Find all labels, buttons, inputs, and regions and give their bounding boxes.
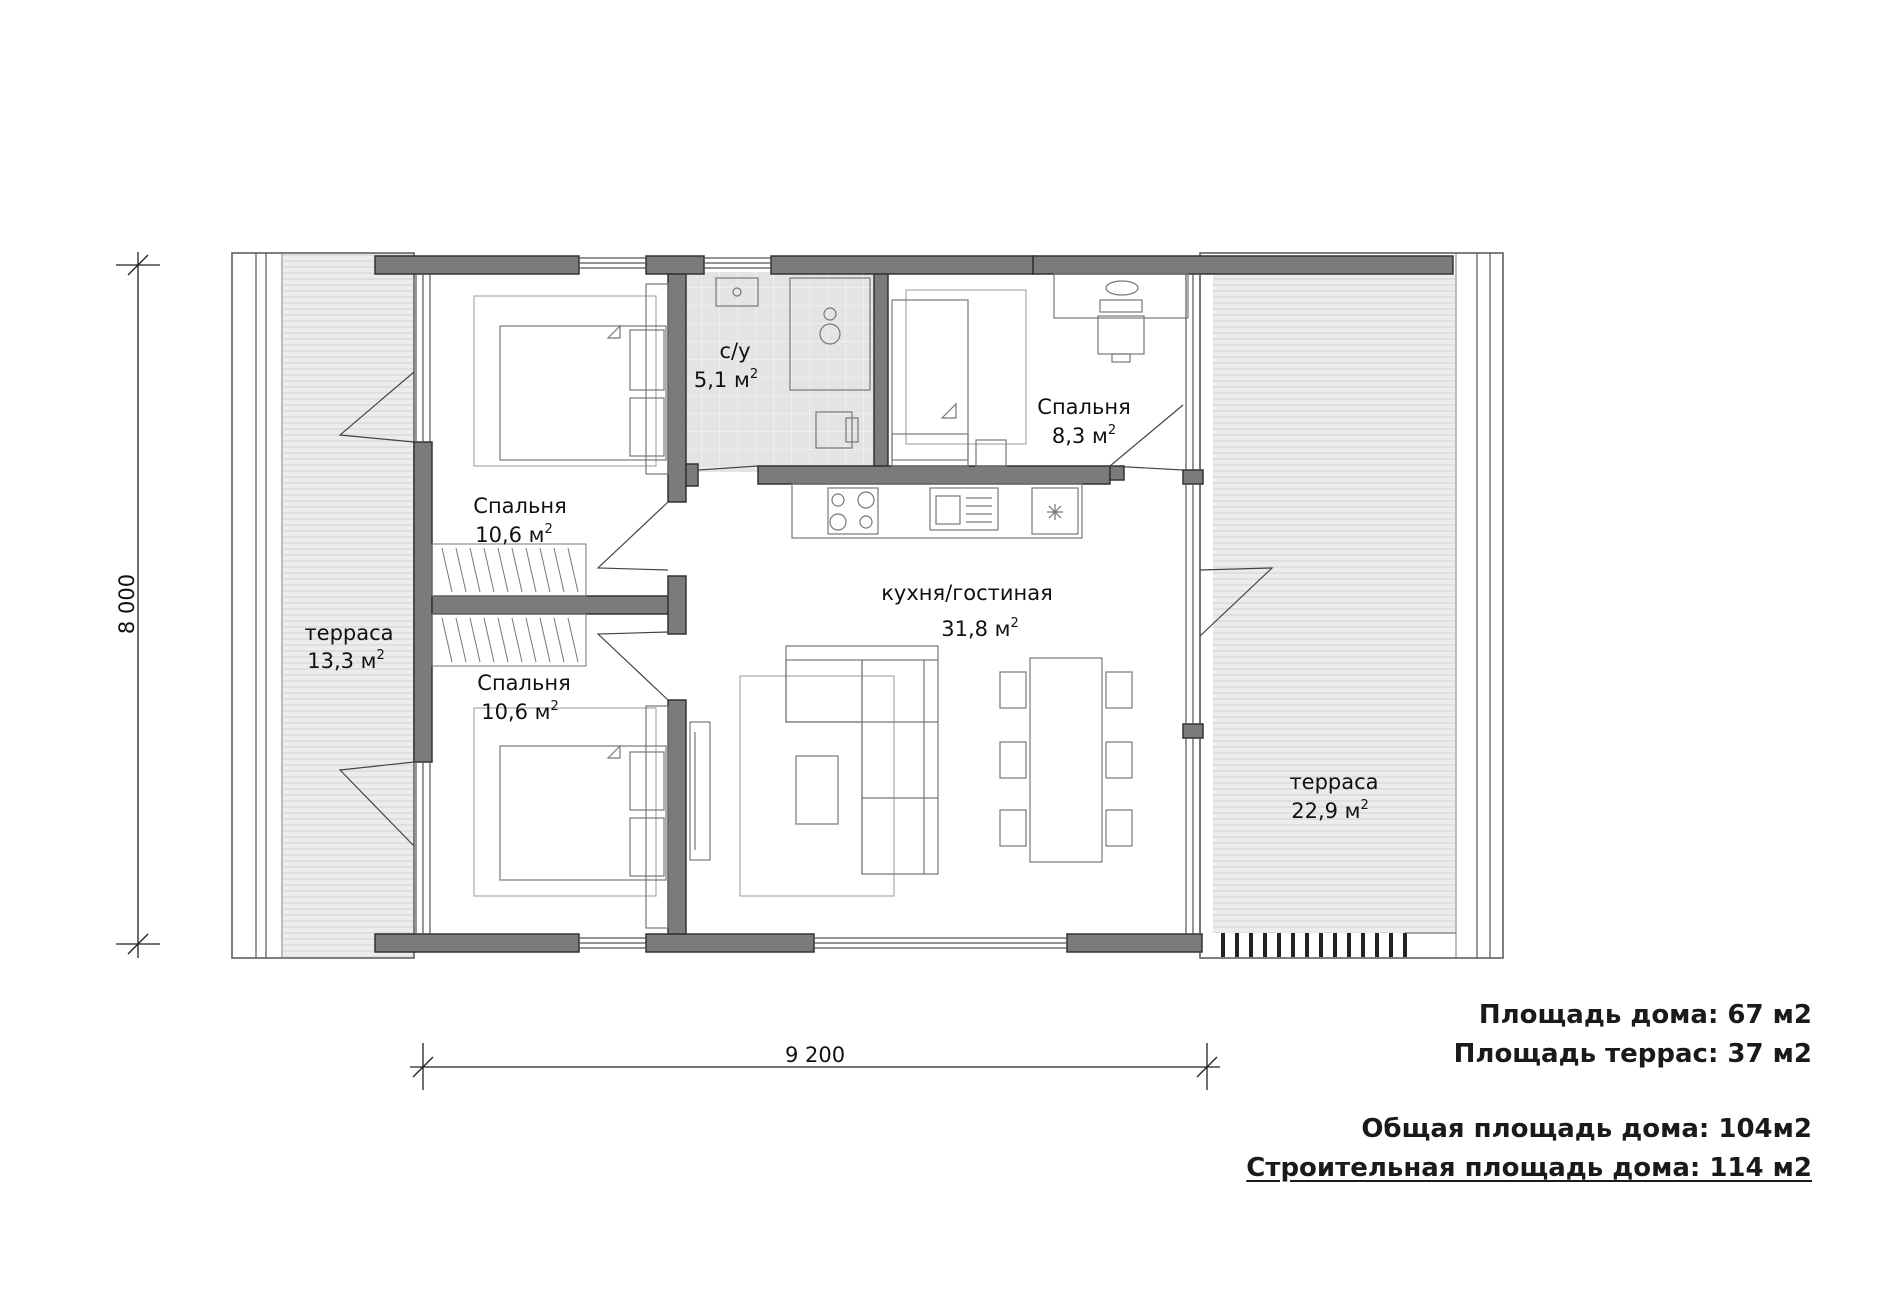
room-label-terrace-left: терраса 13,3 м2	[304, 621, 393, 673]
svg-text:5,1 м2: 5,1 м2	[694, 367, 758, 392]
area-summary-top: Площадь дома: 67 м2 Площадь террас: 37 м…	[1454, 996, 1812, 1074]
total-area: Общая площадь дома: 104м2	[1361, 1114, 1812, 1144]
svg-text:терраса: терраса	[304, 621, 393, 645]
wardrobes	[431, 543, 587, 667]
terrace-right	[1199, 252, 1504, 959]
svg-text:с/у: с/у	[719, 339, 750, 363]
svg-text:10,6 м2: 10,6 м2	[475, 522, 553, 547]
terrace-steps	[1221, 933, 1407, 957]
svg-text:кухня/гостиная: кухня/гостиная	[881, 581, 1053, 605]
svg-text:8,3 м2: 8,3 м2	[1052, 423, 1116, 448]
svg-text:Спальня: Спальня	[477, 671, 570, 695]
dimension-width: 9 200	[785, 1043, 845, 1067]
area-summary-bottom: Общая площадь дома: 104м2 Строительная п…	[1246, 1110, 1812, 1188]
svg-text:31,8 м2: 31,8 м2	[941, 616, 1019, 641]
svg-text:терраса: терраса	[1289, 770, 1378, 794]
svg-text:22,9 м2: 22,9 м2	[1291, 798, 1369, 823]
terrace-left	[231, 252, 415, 959]
furniture	[473, 273, 1189, 929]
room-label-bedroom-small: Спальня 8,3 м2	[1037, 395, 1130, 448]
dimension-horizontal	[410, 1043, 1220, 1090]
doors	[338, 371, 1274, 847]
terrace-area: Площадь террас: 37 м2	[1453, 1039, 1812, 1069]
svg-text:10,6 м2: 10,6 м2	[481, 699, 559, 724]
interior-walls	[431, 273, 1125, 935]
building-area: Строительная площадь дома: 114 м2	[1246, 1153, 1812, 1183]
bathroom-floor	[685, 272, 875, 472]
dimension-vertical	[116, 252, 160, 958]
exterior-walls	[374, 255, 1454, 953]
room-label-bedroom-top: Спальня 10,6 м2	[473, 494, 566, 547]
house-area: Площадь дома: 67 м2	[1478, 1000, 1812, 1030]
room-label-kitchen: кухня/гостиная 31,8 м2	[881, 581, 1053, 641]
svg-text:13,3 м2: 13,3 м2	[307, 648, 385, 673]
windows	[415, 257, 1201, 949]
room-label-bedroom-bottom: Спальня 10,6 м2	[477, 671, 570, 724]
svg-text:Спальня: Спальня	[1037, 395, 1130, 419]
room-label-terrace-right: терраса 22,9 м2	[1289, 770, 1378, 823]
svg-text:Спальня: Спальня	[473, 494, 566, 518]
dimension-height: 8 000	[115, 574, 139, 634]
room-label-bath: с/у 5,1 м2	[694, 339, 758, 392]
